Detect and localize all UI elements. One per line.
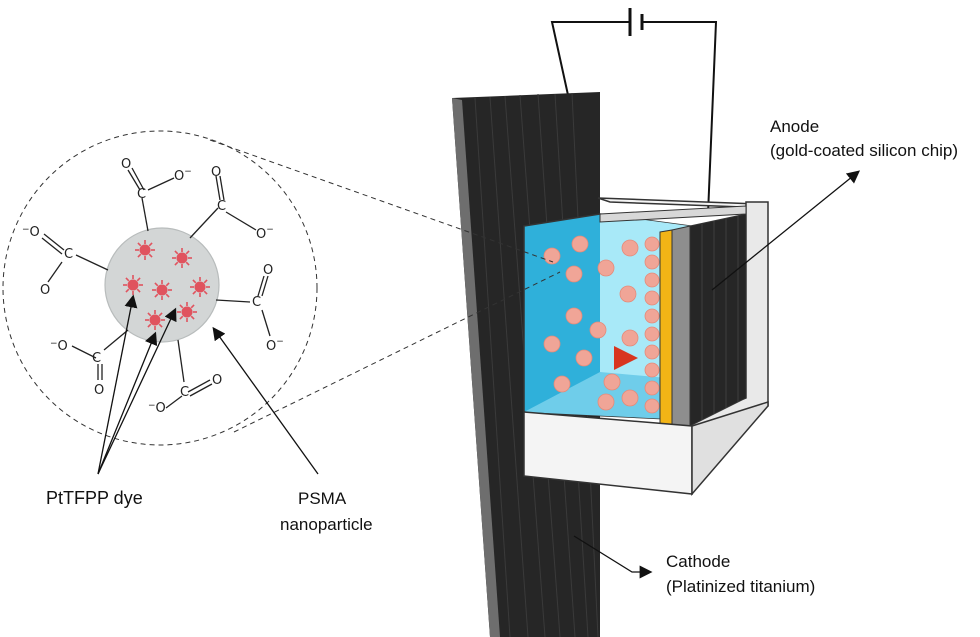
cathode-sublabel: (Platinized titanium) [666, 577, 815, 596]
nanoparticle [621, 329, 639, 347]
battery-icon [628, 8, 644, 36]
nanoparticle [575, 349, 593, 367]
svg-text:O: O [263, 263, 273, 278]
anode-sublabel: (gold-coated silicon chip) [770, 141, 958, 160]
dye-molecule [135, 240, 155, 260]
ptTFPP-dye-molecules [123, 240, 210, 330]
psma-sublabel: nanoparticle [280, 515, 373, 534]
nanoparticle [644, 326, 660, 342]
nanoparticle [571, 235, 589, 253]
nanoparticle [553, 375, 571, 393]
dye-molecule [190, 277, 210, 297]
nanoparticle [644, 254, 660, 270]
nanoparticle [644, 380, 660, 396]
circuit-wire [550, 21, 718, 215]
zoom-callout [2, 130, 561, 446]
nanoparticle [621, 239, 639, 257]
svg-text:C: C [64, 247, 73, 262]
svg-text:−O: −O [22, 225, 40, 240]
svg-text:−O: −O [50, 339, 68, 354]
nanoparticle [644, 362, 660, 378]
svg-text:C: C [217, 199, 226, 214]
nanoparticle [644, 308, 660, 324]
nanoparticle [565, 265, 583, 283]
dye-molecule [177, 302, 197, 322]
svg-text:O: O [211, 165, 221, 180]
nanoparticle [621, 389, 639, 407]
nanoparticles-in-electrolyte [543, 235, 660, 414]
svg-text:C: C [92, 351, 101, 366]
svg-text:O−: O− [266, 337, 284, 354]
svg-text:O: O [94, 383, 104, 398]
nanoparticle [619, 285, 637, 303]
label-pointers [97, 170, 861, 579]
nanoparticle [644, 272, 660, 288]
cathode-label: Cathode [666, 552, 730, 571]
carboxylate-atoms: C O O− C O O− C −O O C O O− C −O O C O −… [22, 157, 284, 416]
dye-molecule [152, 280, 172, 300]
nanoparticle [565, 307, 583, 325]
anode-label: Anode [770, 117, 819, 136]
svg-text:O−: O− [174, 167, 192, 184]
svg-text:O: O [40, 283, 50, 298]
svg-text:C: C [180, 385, 189, 400]
nanoparticle [644, 344, 660, 360]
svg-text:O−: O− [256, 225, 274, 242]
nanoparticle [597, 259, 615, 277]
nanoparticle [589, 321, 607, 339]
psma-label: PSMA [298, 489, 347, 508]
dye-molecule [145, 310, 165, 330]
nanoparticle [644, 290, 660, 306]
nanoparticle [597, 393, 615, 411]
dye-molecule [172, 248, 192, 268]
svg-text:O: O [121, 157, 131, 172]
dye-molecule [123, 275, 143, 295]
nanoparticle [543, 247, 561, 265]
carboxylate-groups [41, 167, 271, 409]
dye-label: PtTFPP dye [46, 488, 143, 508]
svg-text:C: C [252, 295, 261, 310]
svg-text:−O: −O [148, 401, 166, 416]
nanoparticle [644, 398, 660, 414]
svg-text:O: O [212, 373, 222, 388]
nanoparticle [543, 335, 561, 353]
svg-text:C: C [137, 187, 146, 202]
nanoparticle [603, 373, 621, 391]
nanoparticle [644, 236, 660, 252]
